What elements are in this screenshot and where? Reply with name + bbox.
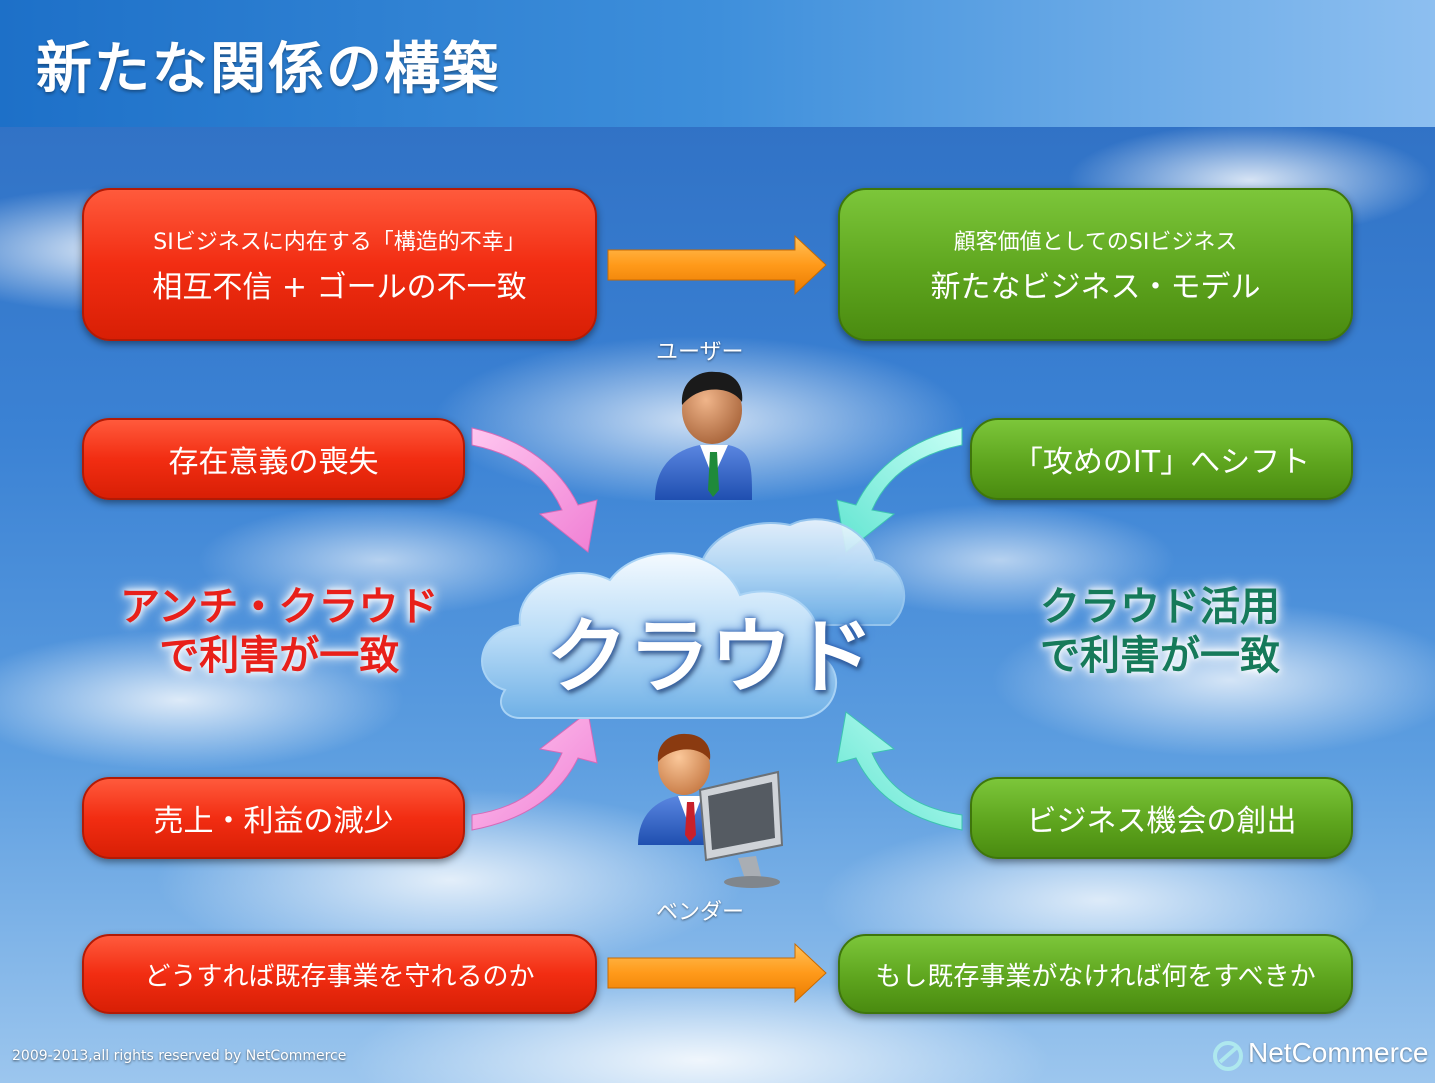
cloud-label: クラウド — [545, 610, 874, 705]
arrow-pink-lower — [471, 711, 598, 831]
box-business-opportunity-label: ビジネス機会の創出 — [1026, 804, 1297, 839]
box-shift-to-offensive-it: 「攻めのIT」へシフト — [970, 418, 1353, 500]
box-structural-misfortune-line1: SIビジネスに内在する「構造的不幸」 — [153, 229, 526, 255]
box-what-if-no-business: もし既存事業がなければ何をすべきか — [838, 934, 1353, 1014]
box-protect-existing-business: どうすれば既存事業を守れるのか — [82, 934, 597, 1014]
box-sales-profit-decline: 売上・利益の減少 — [82, 777, 465, 859]
box-loss-of-purpose-label: 存在意義の喪失 — [168, 445, 379, 480]
box-structural-misfortune: SIビジネスに内在する「構造的不幸」 相互不信 + ゴールの不一致 — [82, 188, 597, 341]
anti-cloud-label: アンチ・クラウド で利害が一致 — [120, 583, 438, 681]
arrow-cyan-upper — [836, 427, 963, 553]
box-new-business-model-line2: 新たなビジネス・モデル — [930, 269, 1261, 305]
box-sales-profit-decline-label: 売上・利益の減少 — [153, 804, 394, 839]
box-structural-misfortune-line2: 相互不信 + ゴールの不一致 — [152, 269, 527, 305]
box-new-business-model: 顧客価値としてのSIビジネス 新たなビジネス・モデル — [838, 188, 1353, 341]
box-what-if-no-business-label: もし既存事業がなければ何をすべきか — [875, 961, 1316, 992]
vendor-person-icon — [638, 733, 784, 888]
header-bar: 新たな関係の構築 — [0, 0, 1435, 127]
role-user-label: ユーザー — [656, 340, 744, 365]
page-title: 新たな関係の構築 — [36, 37, 500, 102]
netcommerce-logo: NetCommerce — [1210, 1037, 1428, 1069]
anti-cloud-line2: で利害が一致 — [159, 632, 400, 679]
box-business-opportunity: ビジネス機会の創出 — [970, 777, 1353, 859]
arrow-cyan-lower — [836, 711, 963, 831]
arrow-pink-upper — [471, 427, 598, 553]
cloud-use-label: クラウド活用 で利害が一致 — [1040, 583, 1280, 681]
anti-cloud-line1: アンチ・クラウド — [120, 584, 439, 630]
cloud-use-line2: で利害が一致 — [1040, 632, 1280, 679]
role-vendor-label: ベンダー — [656, 900, 745, 925]
logo-text: NetCommerce — [1248, 1037, 1429, 1068]
netcommerce-logo-icon — [1213, 1041, 1243, 1071]
box-shift-to-offensive-it-label: 「攻めのIT」へシフト — [1012, 445, 1311, 480]
box-protect-existing-business-label: どうすれば既存事業を守れるのか — [144, 961, 535, 992]
arrow-bottom-orange — [607, 942, 827, 1004]
box-loss-of-purpose: 存在意義の喪失 — [82, 418, 465, 500]
arrow-top-orange — [607, 234, 827, 296]
cloud-icon — [481, 518, 906, 720]
user-person-icon — [655, 371, 752, 500]
copyright-text: 2009-2013,all rights reserved by NetComm… — [12, 1048, 347, 1064]
box-new-business-model-line1: 顧客価値としてのSIビジネス — [953, 229, 1238, 255]
cloud-use-line1: クラウド活用 — [1040, 584, 1280, 630]
